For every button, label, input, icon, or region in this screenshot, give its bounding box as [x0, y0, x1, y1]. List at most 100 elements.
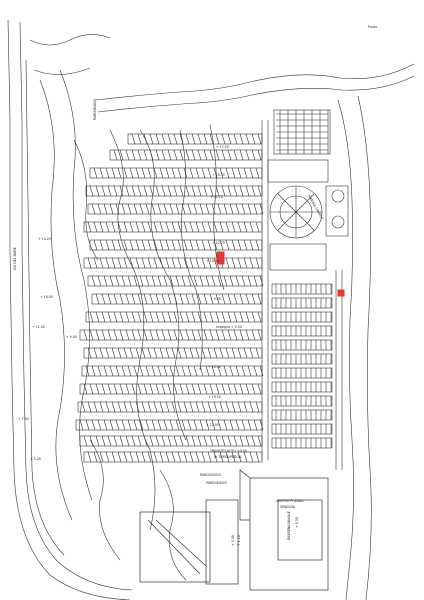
parking-stall — [121, 365, 126, 377]
parking-stall — [125, 383, 130, 395]
parking-stall — [145, 275, 150, 287]
parking-stall — [175, 365, 180, 377]
parking-stall — [193, 365, 198, 377]
parking-stall — [157, 203, 162, 215]
parking-stall — [155, 311, 160, 323]
parking-stall — [221, 185, 226, 197]
parking-stall — [225, 221, 230, 233]
parking-stall — [257, 293, 262, 305]
parking-stall — [241, 419, 246, 431]
contour — [59, 69, 93, 501]
parking-stall — [115, 365, 120, 377]
parking-stall — [233, 293, 238, 305]
parking-stall — [137, 435, 142, 447]
parking-stall — [125, 311, 130, 323]
parking-stall — [149, 329, 154, 341]
parking-stall — [209, 329, 214, 341]
parking-stall — [255, 167, 260, 179]
parking-stall — [173, 133, 178, 145]
parking-stall — [217, 365, 222, 377]
parking-stall — [245, 149, 250, 161]
parking-stall — [187, 365, 192, 377]
parking-stall — [119, 149, 124, 161]
parking-stall — [123, 401, 128, 413]
parking-stall — [167, 329, 172, 341]
label-marina: + 0.30 — [295, 517, 299, 528]
parking-stall — [209, 185, 214, 197]
parking-stall — [191, 149, 196, 161]
parking-stall — [107, 293, 112, 305]
parking-stall — [195, 221, 200, 233]
parking-stall — [233, 311, 238, 323]
parking-stall — [193, 275, 198, 287]
parking-stall — [183, 401, 188, 413]
parking-stall — [149, 311, 154, 323]
label-road: VIA DEL MARE — [13, 247, 17, 270]
parking-stall — [93, 221, 98, 233]
parking-stall — [143, 185, 148, 197]
parking-stall — [137, 329, 142, 341]
lower-buildings — [139, 469, 329, 591]
parking-stall — [251, 383, 256, 395]
parking-stall — [253, 275, 258, 287]
parking-stall — [113, 311, 118, 323]
parking-stall — [161, 133, 166, 145]
parking-stall — [139, 203, 144, 215]
contour — [73, 139, 99, 261]
parking-stall — [237, 167, 242, 179]
parking-stall — [89, 383, 94, 395]
parking-stall — [227, 293, 232, 305]
parking-stall — [181, 365, 186, 377]
parking-stall — [257, 149, 262, 161]
parking-stall — [111, 401, 116, 413]
parking-stall — [163, 275, 168, 287]
parking-stall — [249, 401, 254, 413]
parking-stall — [173, 435, 178, 447]
parking-stall — [199, 419, 204, 431]
parking-stall — [83, 383, 88, 395]
parking-stall — [245, 329, 250, 341]
parking-stall — [87, 451, 92, 463]
parking-block — [271, 325, 333, 337]
parking-stall — [223, 419, 228, 431]
parking-stall — [189, 167, 194, 179]
parking-stall — [233, 185, 238, 197]
parking-stall — [255, 221, 260, 233]
parking-stall — [119, 329, 124, 341]
parking-stall — [189, 347, 194, 359]
parking-stall — [233, 149, 238, 161]
parking-stall — [97, 275, 102, 287]
parking-stall — [211, 365, 216, 377]
parking-stall — [155, 383, 160, 395]
label-building: SPIAGGIA — [280, 505, 296, 509]
parking-stall — [119, 293, 124, 305]
parking-stall — [179, 149, 184, 161]
parking-stall — [113, 383, 118, 395]
parking-stall — [203, 293, 208, 305]
parking-stall — [247, 365, 252, 377]
parking-strip — [83, 257, 263, 269]
label-lot: PARCHEGGIO — [93, 99, 97, 120]
parking-stall — [87, 347, 92, 359]
parking-stall — [209, 293, 214, 305]
parking-stall — [223, 203, 228, 215]
parking-stall — [233, 435, 238, 447]
parking-stall — [87, 221, 92, 233]
parking-stall — [193, 203, 198, 215]
parking-stall — [113, 435, 118, 447]
parking-stall — [133, 365, 138, 377]
parking-stall — [239, 133, 244, 145]
parking-stall — [165, 221, 170, 233]
coastal-road-inner — [19, 21, 133, 591]
parking-stall — [219, 221, 224, 233]
parking-stall — [149, 185, 154, 197]
parking-stall — [111, 451, 116, 463]
parking-stall — [197, 133, 202, 145]
parking-stall — [201, 451, 206, 463]
parking-stall — [243, 451, 248, 463]
parking-stall — [179, 133, 184, 145]
parking-stall — [117, 347, 122, 359]
parking-stall — [113, 185, 118, 197]
parking-stall — [153, 451, 158, 463]
parking-stall — [201, 257, 206, 269]
